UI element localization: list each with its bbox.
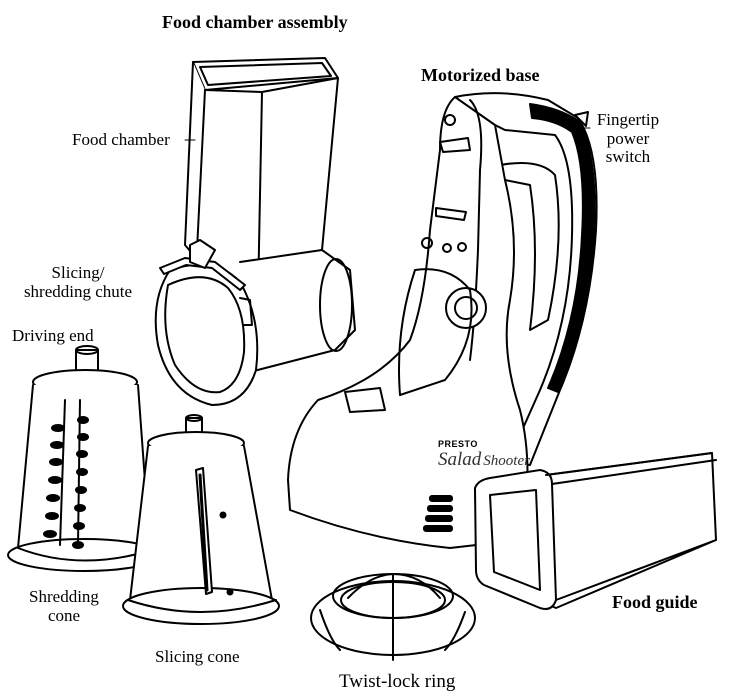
slicing-cone-drawing: [122, 414, 280, 625]
shredding-cone-drawing: [7, 345, 161, 572]
label-fingertip-line3: switch: [605, 147, 651, 167]
label-twist-lock-ring: Twist-lock ring: [339, 671, 456, 692]
label-shredding-line1: Shredding: [29, 587, 99, 606]
label-motorized-base: Motorized base: [421, 65, 540, 85]
label-food-guide: Food guide: [612, 592, 698, 612]
label-food-chamber: Food chamber: [72, 130, 170, 149]
label-fingertip-power-switch: Fingertip power switch: [590, 110, 666, 167]
label-chute-line1: Slicing/: [51, 263, 105, 282]
brand-name: PRESTO: [438, 439, 478, 449]
label-shredding-cone: Shredding cone: [22, 587, 106, 625]
label-slicing-cone: Slicing cone: [155, 647, 240, 666]
label-fingertip-line2: power: [606, 128, 650, 148]
label-driving-end: Driving end: [12, 326, 94, 345]
food-chamber-drawing: [154, 57, 356, 406]
product-name-line2: Shooter: [483, 452, 530, 469]
label-fingertip-line1: Fingertip: [596, 110, 660, 129]
label-slicing-shredding-chute: Slicing/ shredding chute: [16, 263, 140, 301]
label-food-chamber-assembly: Food chamber assembly: [162, 12, 348, 32]
leader-lines: [184, 127, 591, 141]
label-chute-line2: shredding chute: [23, 281, 133, 301]
twist-lock-ring-drawing: [310, 573, 476, 661]
label-shredding-line2: cone: [47, 605, 81, 625]
product-name-line1: Salad: [438, 448, 482, 470]
food-guide-drawing: [474, 452, 717, 610]
motorized-base-drawing: [287, 92, 598, 549]
